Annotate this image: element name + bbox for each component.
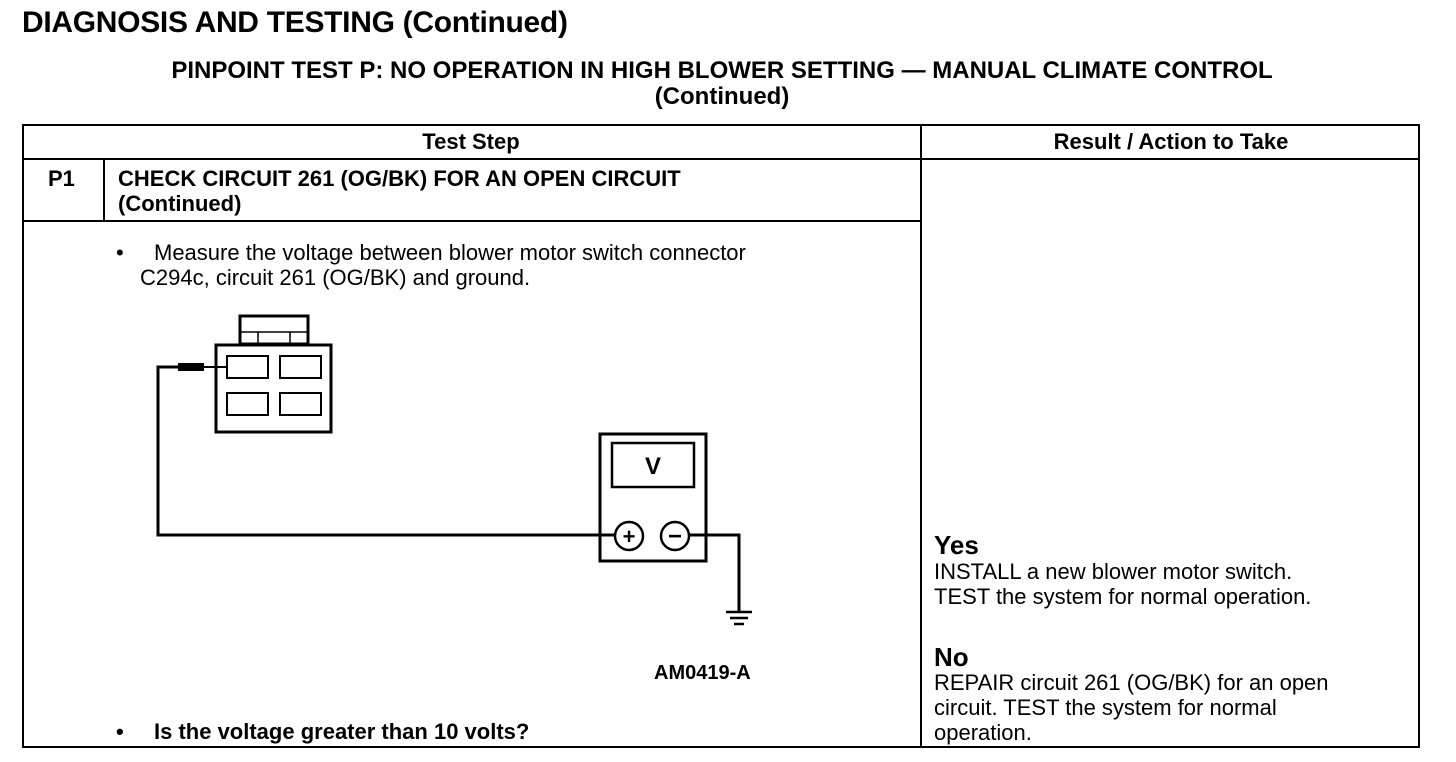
question-text: Is the voltage greater than 10 volts? — [154, 719, 530, 744]
figure-id: AM0419-A — [654, 662, 751, 684]
voltmeter-display-symbol: V — [645, 453, 661, 480]
positive-terminal — [613, 520, 645, 552]
result-yes-line1: INSTALL a new blower motor switch. — [934, 559, 1293, 584]
positive-terminal-symbol: + — [623, 524, 636, 549]
column-header-result: Result / Action to Take — [1053, 129, 1289, 154]
result-no-line3: operation. — [934, 720, 1032, 745]
step-title: CHECK CIRCUIT 261 (OG/BK) FOR AN OPEN CI… — [118, 166, 908, 216]
pinpoint-test-title: PINPOINT TEST P: NO OPERATION IN HIGH BL… — [22, 58, 1422, 110]
test-table — [22, 124, 1420, 748]
result-no-line2: circuit. TEST the system for normal — [934, 695, 1277, 720]
page-title: DIAGNOSIS AND TESTING (Continued) — [22, 6, 568, 39]
voltmeter-display — [610, 441, 696, 489]
column-divider — [920, 124, 922, 748]
pinpoint-test-title-line1: PINPOINT TEST P: NO OPERATION IN HIGH BL… — [171, 57, 1273, 84]
instruction-line2: C294c, circuit 261 (OG/BK) and ground. — [140, 265, 531, 290]
step-id-divider — [103, 158, 105, 222]
connector-c294c — [214, 314, 333, 434]
bullet-dot: • — [116, 240, 124, 265]
voltmeter-body — [598, 432, 708, 563]
instruction-line1: Measure the voltage between blower motor… — [154, 240, 746, 265]
connector-cavity-4 — [279, 392, 322, 416]
result-yes-line2: TEST the system for normal operation. — [934, 584, 1312, 609]
positive-test-lead — [156, 365, 616, 537]
connector-cavity-3 — [226, 392, 269, 416]
pinpoint-test-title-line2: (Continued) — [654, 83, 790, 110]
connector-body — [214, 343, 333, 434]
step-title-line1: CHECK CIRCUIT 261 (OG/BK) FOR AN OPEN CI… — [118, 166, 681, 191]
ground-icon — [726, 610, 752, 626]
result-no-action: REPAIR circuit 261 (OG/BK) for an open c… — [934, 670, 1414, 745]
connector-latch — [238, 314, 310, 346]
header-divider — [22, 158, 1420, 160]
bullet-dot: • — [116, 719, 124, 744]
step-title-divider — [22, 220, 922, 222]
step-id: P1 — [48, 166, 75, 191]
step-title-line2: (Continued) — [118, 191, 242, 216]
result-yes-action: INSTALL a new blower motor switch. TEST … — [934, 559, 1414, 609]
connector-cavity-1 — [226, 355, 269, 379]
result-no-line1: REPAIR circuit 261 (OG/BK) for an open — [934, 670, 1329, 695]
connector-cavity-2 — [279, 355, 322, 379]
negative-terminal-symbol: − — [668, 523, 682, 550]
column-header-test-step: Test Step — [422, 129, 520, 154]
voltmeter — [598, 432, 708, 563]
probe-tip — [178, 363, 204, 371]
result-no-label: No — [934, 642, 969, 672]
result-yes-label: Yes — [934, 530, 979, 560]
instruction-text: Measure the voltage between blower motor… — [140, 240, 746, 290]
negative-test-lead — [689, 533, 741, 611]
